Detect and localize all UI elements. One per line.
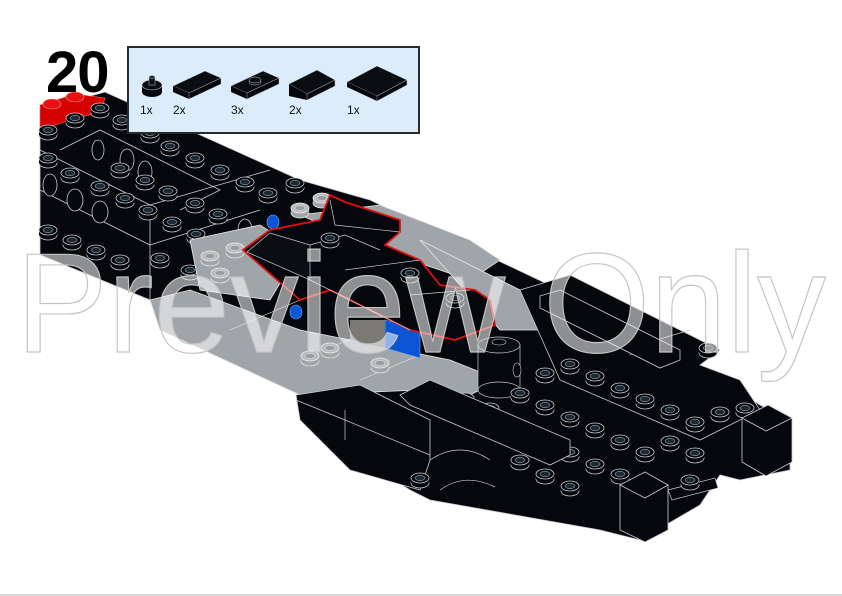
- tile-1x2-icon: [172, 70, 222, 100]
- part-quantity: 3x: [231, 103, 244, 117]
- round-plate-1x1-with-pin-icon: [141, 75, 163, 97]
- part-item: 2x: [287, 48, 339, 132]
- part-item: 3x: [229, 48, 281, 132]
- part-quantity: 2x: [289, 103, 302, 117]
- parts-callout: 1x 2x 3x 2x: [127, 46, 420, 134]
- part-item: 1x: [137, 48, 169, 132]
- part-item: 1x: [345, 48, 411, 132]
- page-bottom-rule: [0, 594, 842, 596]
- part-item: 2x: [171, 48, 223, 132]
- part-quantity: 1x: [347, 103, 360, 117]
- part-quantity: 2x: [173, 103, 186, 117]
- part-quantity: 1x: [140, 103, 153, 117]
- jumper-plate-1x2-icon: [230, 70, 280, 100]
- slope-1x2-icon: [288, 69, 336, 101]
- step-number: 20: [46, 40, 110, 105]
- tile-2x2-icon: [346, 65, 408, 101]
